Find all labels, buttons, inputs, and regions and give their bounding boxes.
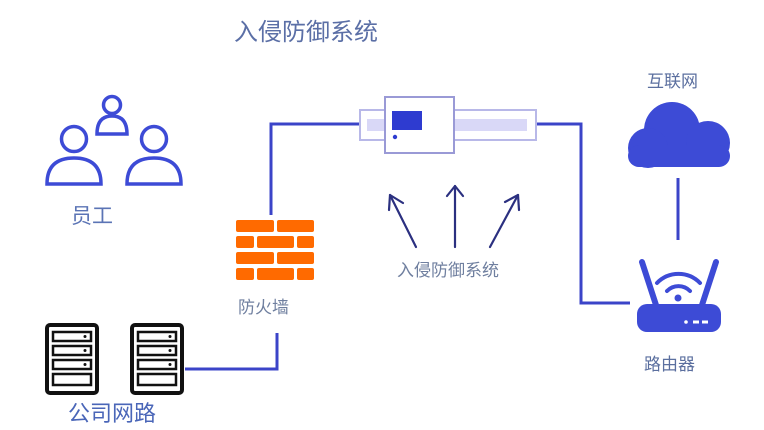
- internet-label: 互联网: [647, 72, 698, 92]
- brick-wall-icon: [236, 220, 314, 280]
- company-network-label: 公司网路: [68, 402, 157, 427]
- ids-label: 入侵防御系统: [397, 261, 499, 281]
- router-label: 路由器: [644, 355, 695, 375]
- arrow-up-left-icon: [387, 193, 418, 249]
- server-left: [45, 323, 99, 395]
- link-ids-router: [537, 122, 630, 305]
- link-servers-firewall: [185, 333, 279, 371]
- wifi-arc-outer: [655, 272, 702, 285]
- wifi-arc-inner: [665, 284, 692, 293]
- server-right: [130, 323, 184, 395]
- people-group-icon: [45, 94, 183, 186]
- arrow-icons: [387, 184, 521, 249]
- server-rack-icon: [45, 323, 184, 395]
- arrow-up-icon: [445, 184, 465, 249]
- diagram-title: 入侵防御系统: [234, 18, 378, 46]
- link-firewall-ids: [269, 122, 360, 215]
- connection-lines: [185, 122, 680, 371]
- employees-label: 员工: [71, 204, 113, 228]
- wifi-router-icon: [637, 259, 721, 332]
- cloud-icon: [628, 102, 730, 168]
- arrow-up-right-icon: [488, 193, 521, 249]
- rack-device-icon: [359, 96, 537, 154]
- firewall-label: 防火墙: [238, 298, 289, 318]
